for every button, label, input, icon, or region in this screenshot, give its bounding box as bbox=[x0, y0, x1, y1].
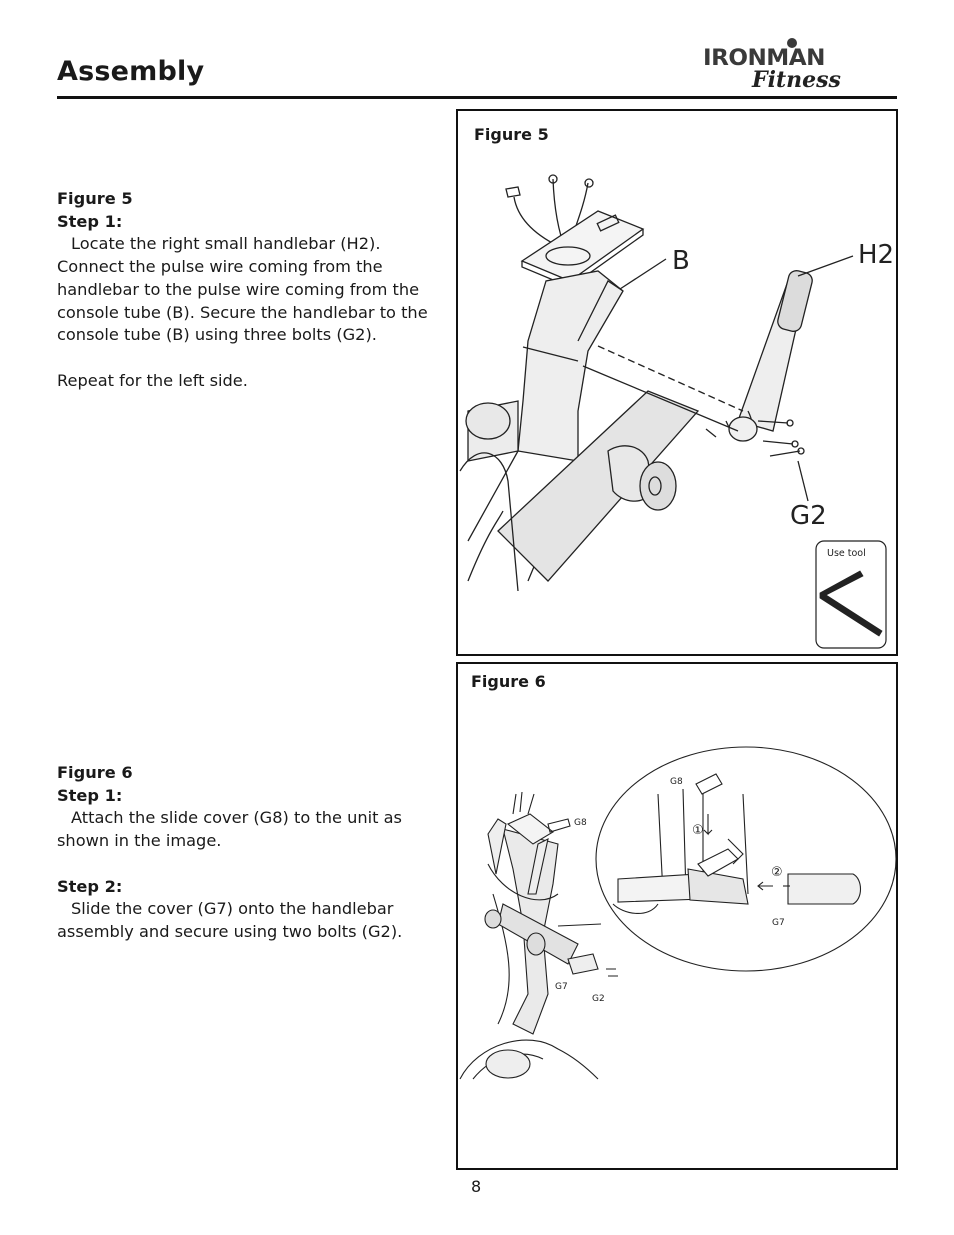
figure6-step1-heading: Step 1: bbox=[57, 785, 123, 805]
hex-key-icon bbox=[819, 570, 883, 637]
logo-subtitle: Fitness bbox=[752, 67, 841, 93]
g2-main-label: G2 bbox=[592, 994, 605, 1004]
figure6-instructions: Figure 6 Step 1: Attach the slide cover … bbox=[57, 762, 452, 944]
step-marker-2: ② bbox=[771, 865, 783, 880]
callout-g2: G2 bbox=[790, 501, 827, 531]
callout-h2: H2 bbox=[858, 240, 894, 270]
figure5-instructions: Figure 5 Step 1: Locate the right small … bbox=[57, 188, 452, 392]
tool-box bbox=[815, 540, 887, 649]
tool-caption: Use tool bbox=[827, 548, 866, 559]
g7-detail-label: G7 bbox=[772, 918, 785, 928]
g7-main-label: G7 bbox=[555, 982, 568, 992]
callout-b: B bbox=[672, 246, 690, 276]
page-number: 8 bbox=[471, 1177, 482, 1196]
logo-wordmark: IRONMAN bbox=[703, 46, 825, 71]
figure6-illustration: G8 ① ② G7 G8 G7 G2 bbox=[459, 746, 896, 1080]
g8-main-label: G8 bbox=[574, 818, 587, 828]
figure6-step1-text: Attach the slide cover (G8) to the unit … bbox=[57, 808, 402, 851]
figure5-repeat-text: Repeat for the left side. bbox=[57, 370, 248, 390]
logo-figure-icon bbox=[787, 38, 797, 48]
figure6-label: Figure 6 bbox=[471, 672, 546, 691]
figure5-label: Figure 5 bbox=[474, 125, 549, 144]
figure6-box: Figure 6 bbox=[456, 662, 898, 1170]
figure6-step2-text: Slide the cover (G7) onto the handlebar … bbox=[57, 899, 403, 941]
page-title: Assembly bbox=[57, 56, 205, 87]
figure6-step2-heading: Step 2: bbox=[57, 876, 123, 896]
figure5-step1-text: Locate the right small handlebar (H2). C… bbox=[57, 234, 428, 345]
figure5-step1-heading: Step 1: bbox=[57, 211, 123, 231]
g8-detail-label: G8 bbox=[670, 777, 683, 787]
ironman-fitness-logo: IRONMAN Fitness bbox=[700, 36, 860, 98]
step-marker-1: ① bbox=[692, 823, 704, 838]
figure6-heading: Figure 6 bbox=[57, 763, 133, 782]
figure5-box: Figure 5 bbox=[456, 109, 898, 656]
figure5-heading: Figure 5 bbox=[57, 189, 133, 208]
header-rule bbox=[57, 96, 897, 99]
figure5-illustration: B H2 G2 Use tool bbox=[459, 174, 894, 649]
